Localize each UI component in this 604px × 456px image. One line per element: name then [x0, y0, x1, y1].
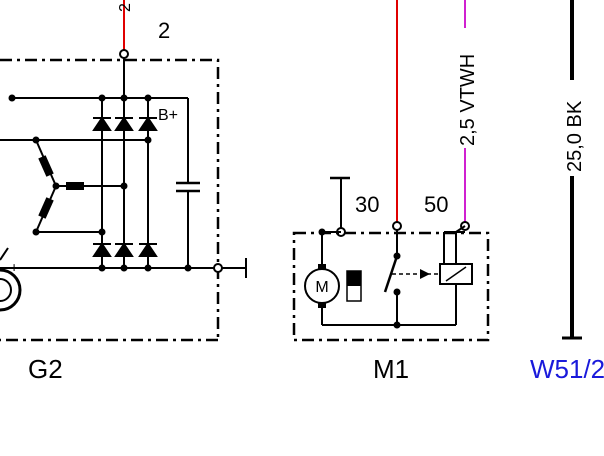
solenoid-main-contact: [383, 230, 440, 325]
top-wire-number: 2: [117, 3, 134, 12]
alternator-housing: [0, 58, 220, 340]
solenoid-coil: [439, 260, 473, 285]
rectifier-diodes-upper: [92, 116, 158, 131]
starter-motor: M: [304, 264, 340, 308]
battery-cable-w51: 25,0 BK W51/2: [530, 0, 604, 384]
b-plus-label: B+: [158, 107, 178, 124]
motor-symbol: M: [315, 279, 328, 296]
vtwh-wire-label: 2,5 VTWH: [457, 54, 479, 146]
bk-wire-label: 25,0 BK: [564, 100, 586, 172]
terminal-50-label: 50: [424, 192, 448, 217]
rotor-plus-label: +: [10, 259, 18, 275]
ground-terminal: [213, 263, 223, 273]
rotor-coil: [0, 247, 22, 312]
field-winding: [346, 270, 362, 302]
cross-reference-link[interactable]: W51/2: [530, 354, 604, 384]
terminal-2-label: 2: [158, 18, 170, 43]
alternator-g2: 2 2 B+: [0, 0, 247, 384]
starter-id-label: M1: [373, 354, 409, 384]
suppression-capacitor: [176, 98, 200, 268]
rectifier-diodes-lower: [92, 242, 158, 257]
stator-windings: [35, 139, 84, 233]
terminal-2-pin: [119, 49, 129, 59]
starter-m1: 2,5 VTWH 30 50 M: [292, 0, 490, 384]
terminal-30-label: 30: [355, 192, 379, 217]
alternator-id-label: G2: [28, 354, 63, 384]
